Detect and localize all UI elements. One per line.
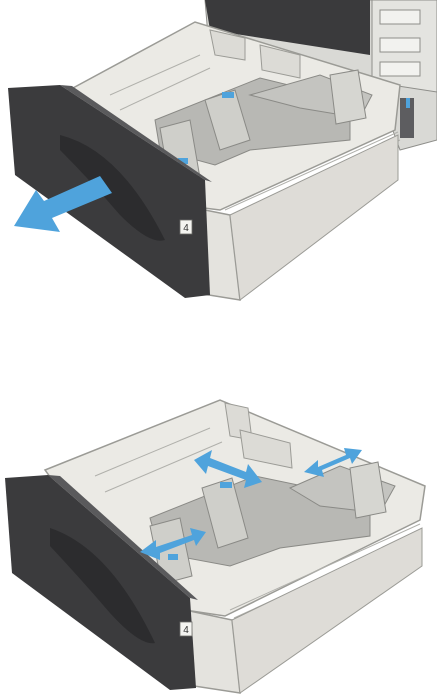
tray-number-label: 4 xyxy=(183,625,189,636)
guide-adjustment-illustration: 4 xyxy=(0,388,437,698)
tray-removal-svg: 4 xyxy=(0,0,437,310)
tray-number-label: 4 xyxy=(183,223,189,234)
tray-removal-illustration: 4 xyxy=(0,0,437,310)
guide-adjustment-svg: 4 xyxy=(0,388,437,698)
